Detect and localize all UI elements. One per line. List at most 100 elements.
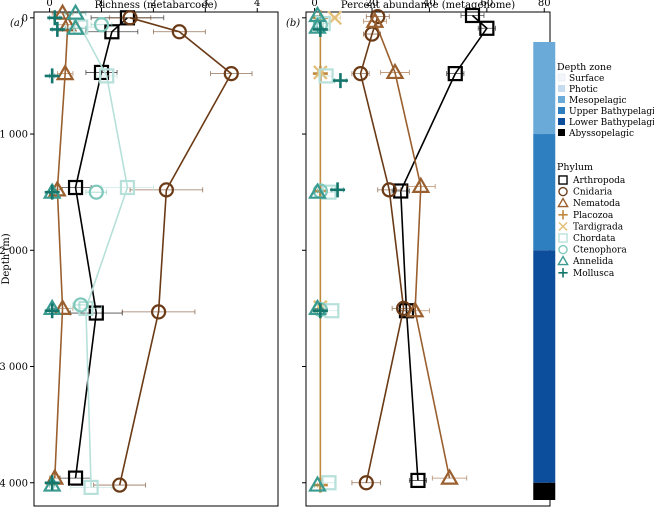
panel-b-cnidaria-point [358, 475, 374, 491]
panel-a-x-tick-label: 4 [254, 0, 260, 9]
panel-a-ctenophora-point [93, 17, 110, 33]
panel-b-nematoda-line [374, 21, 451, 479]
depth-zone-band [533, 250, 556, 483]
panel-a-x-tick-label: 3 [202, 0, 208, 9]
panel-a-nematoda-point [53, 3, 72, 20]
panel-a-cnidaria-point [223, 66, 239, 82]
phylum-legend-label: Annelida [572, 257, 614, 267]
depth-zone-legend-label: Lower Bathypelagic [569, 118, 654, 128]
phylum-legend-marker [558, 186, 568, 197]
panel-a-chordata-point [83, 479, 99, 496]
panel-b-arthropoda-error-bar [460, 12, 485, 18]
panel-b-nematoda-error-bar [431, 475, 468, 481]
panel-a-label: (a) [10, 18, 24, 29]
panel-b-cnidaria-error-bar [351, 480, 382, 486]
panel-a-cnidaria-point [158, 182, 174, 198]
depth-zone-swatch [557, 73, 566, 82]
panel-b-cnidaria-point [370, 9, 386, 25]
panel-a-mollusca-point [47, 10, 63, 26]
panel-a-annelida-error-bar [64, 25, 87, 31]
panel-b-mollusca-point [330, 182, 346, 198]
phylum-legend-label: Arthropoda [572, 176, 626, 186]
panel-b-x-axis-title: Percent abundance (metagenome) [341, 0, 515, 11]
panel-b-axes: 0 20 40 60 80 [302, 0, 551, 484]
panel-b-x-tick-label: 80 [538, 0, 551, 9]
panel-b-nematoda-point [440, 468, 459, 485]
panel-b-x-tick-label: 60 [480, 0, 493, 9]
panel-b-nematoda-point [411, 176, 431, 193]
depth-zone-legend-label: Mesopelagic [569, 96, 627, 106]
y-tick-label: 1 000 [0, 130, 28, 141]
panel-a-chordata-point [119, 179, 136, 196]
y-tick-label: 3 000 [0, 362, 28, 373]
y-tick-label: 0 [22, 13, 28, 24]
panel-b-arthropoda-point [393, 183, 409, 199]
phylum-legend-label: Cnidaria [573, 188, 613, 198]
panel-a-nematoda-point [58, 15, 78, 32]
depth-zone-legend-label: Surface [569, 74, 604, 84]
panel-a-cnidaria-point [171, 24, 187, 40]
phylum-legend-symbol [558, 268, 568, 278]
panel-b: (b) Percent abundance (metagenome) 0 20 40… [286, 0, 556, 507]
panel-b-nematoda-point [405, 301, 425, 318]
depth-zone-legend-label: Abyssopelagic [568, 129, 634, 139]
panel-b-arthropoda-point [410, 472, 426, 489]
panel-b-chordata-point [321, 475, 337, 491]
panel-a-x-tick-label: 2 [150, 0, 156, 9]
y-axis-title: Depth (m) [1, 233, 12, 284]
panel-a-arthropoda-point [67, 470, 84, 486]
phylum-legend-marker [557, 197, 569, 208]
panel-b-mollusca-point [312, 21, 328, 37]
panel-b-arthropoda-line [399, 14, 488, 481]
phylum-legend-label: Placozoa [573, 211, 614, 221]
phylum-legend-marker [558, 175, 568, 185]
depth-zone-band [533, 482, 556, 500]
panel-b-mollusca-point [312, 303, 328, 319]
phylum-legend-label: Ctenophora [573, 246, 627, 256]
panel-a-cnidaria-error-bar [93, 482, 147, 488]
depth-zone-band [533, 134, 556, 251]
depth-zone-bar [533, 42, 556, 500]
panel-a-annelida-error-bar [64, 10, 87, 16]
y-tick-label: 2 000 [0, 246, 28, 257]
depth-zone-swatch [558, 96, 565, 103]
panel-b-label: (b) [286, 18, 300, 29]
panel-b-x-tick-label: 20 [366, 0, 379, 9]
panel-b-arthropoda-point [464, 7, 481, 24]
panel-a-mollusca-point [49, 21, 65, 37]
panel-b-cnidaria-point [352, 66, 369, 82]
panel-a-cnidaria-point [122, 10, 138, 26]
panel-b-arthropoda-point [447, 66, 463, 82]
panel-a-arthropoda-line [74, 17, 128, 479]
panel-b-cnidaria-point [396, 300, 412, 316]
phylum-legend-label: Nematoda [573, 199, 621, 209]
panel-a-x-axis-title: Richness (metabarcode) [95, 0, 218, 11]
panel-a-mollusca-point [44, 475, 60, 491]
depth-zone-legend-label: Upper Bathypelagic [569, 107, 654, 117]
panel-b-x-tick-label: 40 [423, 0, 436, 9]
panel-a-cnidaria-point [150, 304, 167, 320]
panel-b-nematoda-point [365, 11, 385, 28]
phylum-legend-marker [557, 255, 569, 266]
panel-a-mollusca-point [44, 184, 60, 200]
panel-b-mollusca-point [332, 73, 348, 89]
panel-a-plot [42, 3, 253, 496]
phylum-legend-marker [558, 244, 568, 255]
panel-a-chordata-line [80, 26, 129, 488]
phylum-legend-symbol [557, 255, 569, 266]
panel-b-annelida-point [308, 475, 327, 492]
phylum-legend-symbol [558, 221, 568, 231]
panel-b-frame [305, 11, 551, 507]
phylum-legend-marker [558, 221, 568, 231]
panel-b-arthropoda-point [479, 20, 495, 36]
panel-a-frame [33, 11, 279, 507]
panel-a-cnidaria-point [112, 477, 128, 493]
depth-zone-swatch [558, 107, 565, 114]
panel-b-chordata-point [318, 68, 334, 84]
phylum-legend-symbol [558, 186, 568, 197]
phylum-legend-label: Chordata [573, 234, 616, 244]
phylum-legend-title: Phylum [557, 162, 593, 173]
panel-b-x-tick-label: 0 [311, 0, 317, 9]
